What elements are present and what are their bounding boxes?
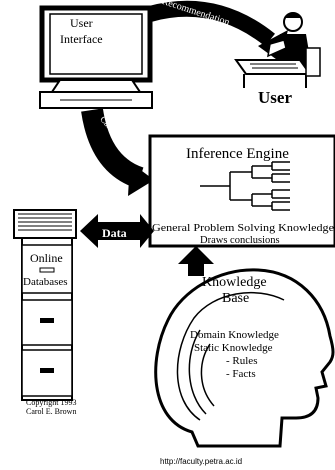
copyright-line2: Carol E. Brown [26, 407, 76, 416]
user-label: User [258, 88, 292, 107]
knowledge-base-head-icon: Knowledge Base Domain Knowledge Static K… [154, 268, 335, 448]
knowledge-up-arrow [178, 246, 214, 276]
database-label-line2: Databases [23, 276, 68, 288]
inference-engine-line1: General Problem Solving Knowledge [152, 223, 334, 234]
source-url: http://faculty.petra.ac.id [160, 457, 242, 466]
monitor-label-line2: Interface [60, 32, 103, 46]
inference-engine-box: Inference Engine General Pr [148, 134, 335, 248]
copyright-line1: Copyright 1993 [26, 398, 76, 407]
kb-item-domain-knowledge: Domain Knowledge [190, 329, 279, 341]
user-interface-monitor: User Interface [39, 5, 153, 109]
kb-item-facts: - Facts [226, 368, 256, 380]
monitor-label-line1: User [70, 16, 93, 30]
data-arrow: Data [80, 214, 154, 248]
kb-item-rules: - Rules [226, 355, 257, 367]
kb-item-static-knowledge: Static Knowledge [194, 342, 273, 354]
inference-engine-title: Inference Engine [186, 146, 289, 162]
inference-engine-line2: Draws conclusions [200, 235, 280, 246]
decision-tree-icon [200, 161, 290, 211]
knowledge-base-line2: Base [222, 291, 249, 306]
recommendation-arrow: Recommendation [147, 0, 288, 62]
online-databases-cabinet-icon: Online Databases [13, 209, 77, 401]
case-data-arrow: Case Data [81, 108, 154, 196]
database-label-line1: Online [30, 251, 63, 265]
data-label: Data [102, 226, 127, 240]
user-figure-icon: User [234, 12, 321, 107]
knowledge-base-line1: Knowledge [202, 275, 267, 290]
